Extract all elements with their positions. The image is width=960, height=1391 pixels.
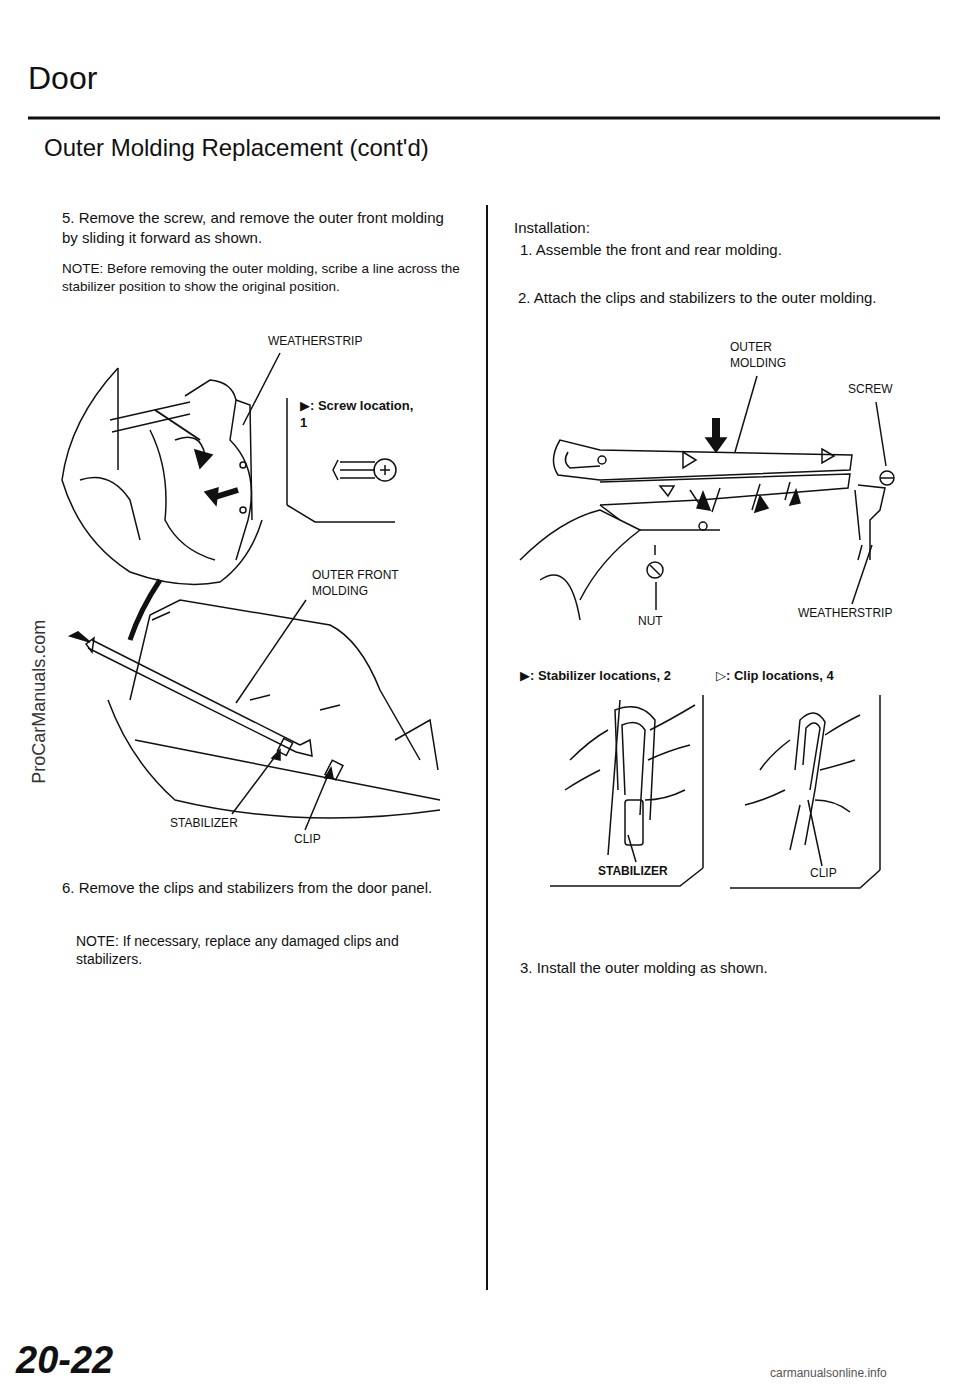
part-label: CLIP xyxy=(294,832,321,848)
step-text: Installation: xyxy=(514,218,590,238)
part-label: STABILIZER xyxy=(170,816,238,832)
outer-front-molding-drawing xyxy=(70,600,440,818)
part-label: CLIP xyxy=(810,866,837,882)
door-corner-drawing xyxy=(62,368,262,640)
part-label: SCREW xyxy=(848,382,893,398)
part-label: STABILIZER xyxy=(598,864,668,880)
watermark: ProCarManuals.com xyxy=(28,602,51,802)
part-label: OUTER MOLDING xyxy=(730,340,810,371)
page-title: Door xyxy=(28,58,97,100)
step-text: 2. Attach the clips and stabilizers to t… xyxy=(518,288,938,308)
stabilizer-detail xyxy=(550,695,703,886)
step-text: 5. Remove the screw, and remove the oute… xyxy=(62,208,462,247)
section-heading: Outer Molding Replacement (cont'd) xyxy=(44,132,429,163)
clip-detail xyxy=(730,695,880,888)
legend-note: ▶: Screw location, 1 xyxy=(300,398,420,432)
step-text: 3. Install the outer molding as shown. xyxy=(520,958,940,978)
watermark: carmanualsonline.info xyxy=(770,1366,887,1382)
header-rule xyxy=(28,117,940,120)
legend-note: ▷: Clip locations, 4 xyxy=(716,668,834,685)
part-label: WEATHERSTRIP xyxy=(268,334,362,350)
outer-molding-drawing xyxy=(520,418,894,620)
part-label: OUTER FRONT MOLDING xyxy=(312,568,427,599)
page-number: 20-22 xyxy=(16,1336,113,1385)
part-label: NUT xyxy=(638,614,663,630)
legend-note: ▶: Stabilizer locations, 2 xyxy=(520,668,671,685)
column-divider xyxy=(486,205,488,1290)
note-text: NOTE: If necessary, replace any damaged … xyxy=(76,932,466,968)
note-text: NOTE: Before removing the outer molding,… xyxy=(62,260,462,295)
part-label: WEATHERSTRIP xyxy=(798,606,892,622)
step-text: 1. Assemble the front and rear molding. xyxy=(520,240,940,260)
leader-lines-right xyxy=(656,376,886,610)
step-text: 6. Remove the clips and stabilizers from… xyxy=(62,878,462,898)
